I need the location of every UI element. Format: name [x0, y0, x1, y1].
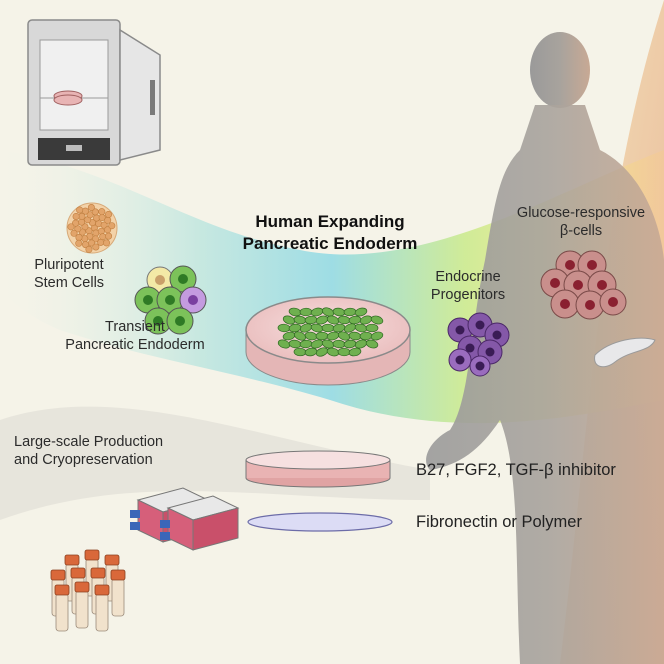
label-line: β-cells	[559, 223, 603, 239]
label-line: Stem Cells	[33, 275, 105, 291]
label-transient-endoderm: Transient Pancreatic Endoderm	[55, 318, 215, 354]
endoderm-cell	[277, 339, 291, 349]
endoderm-cell	[354, 307, 368, 317]
label-line: Pluripotent	[34, 257, 104, 273]
transient-endoderm-cells-icon	[134, 265, 207, 335]
coating-disc-icon	[247, 512, 393, 532]
cryovial	[110, 569, 126, 617]
endoderm-cell	[370, 331, 384, 341]
stem-cell-dot	[75, 239, 83, 247]
stem-cell-dot	[104, 210, 112, 218]
endoderm-cell	[348, 347, 362, 357]
endoderm-cell	[321, 323, 335, 333]
label-line: Pancreatic Endoderm	[65, 337, 205, 353]
label-line: Endocrine	[435, 269, 501, 285]
stem-cell-dots	[67, 204, 116, 253]
medium-dish-icon	[245, 450, 391, 488]
title-line-2: Pancreatic Endoderm	[242, 234, 418, 253]
stem-cell-dot	[81, 235, 89, 243]
endoderm-cell	[321, 307, 335, 317]
label-line: Progenitors	[430, 287, 506, 303]
stem-cell-dot	[67, 223, 75, 231]
stem-cell-dot	[72, 219, 80, 227]
stem-cell-dot	[70, 229, 78, 237]
endoderm-cell	[299, 307, 313, 317]
endoderm-cell	[282, 315, 296, 325]
label-pluripotent-stem-cells: Pluripotent Stem Cells	[14, 256, 124, 292]
culture-flasks-icon	[130, 487, 240, 551]
stem-cell-dot	[86, 211, 94, 219]
endoderm-cell	[326, 315, 340, 325]
stem-cell-dot	[92, 243, 100, 251]
cryovial	[74, 581, 90, 629]
label-coating: Fibronectin or Polymer	[416, 513, 582, 531]
stem-cell-dot	[76, 206, 84, 214]
stem-cell-dot	[87, 204, 95, 212]
endoderm-cell	[365, 339, 379, 349]
endoderm-cell	[293, 347, 307, 357]
endoderm-cell	[343, 307, 357, 317]
diagram-title: Human Expanding Pancreatic Endoderm	[220, 211, 440, 255]
stem-cell-dot	[85, 245, 93, 253]
stem-cell-dot	[82, 241, 90, 249]
production-band	[0, 406, 430, 520]
label-large-scale-production: Large-scale Production and Cryopreservat…	[14, 433, 163, 469]
expanding-endoderm-cells	[277, 307, 384, 357]
endoderm-cell	[365, 323, 379, 333]
cryovials-icon	[50, 549, 126, 632]
label-line: Glucose-responsive	[516, 205, 646, 221]
endoderm-cell	[370, 315, 384, 325]
endocrine-progenitor-cluster-icon	[447, 312, 510, 377]
endoderm-cell	[315, 331, 329, 341]
stem-cell-dot	[81, 207, 89, 215]
stem-cell-dot	[104, 216, 112, 224]
stem-cell-dot	[72, 212, 80, 220]
label-line: Large-scale Production	[14, 434, 164, 450]
label-beta-cells: Glucose-responsive β-cells	[506, 204, 656, 240]
stem-cell-dot	[98, 208, 106, 216]
stem-cell-dot	[103, 239, 111, 247]
endoderm-cell	[337, 331, 351, 341]
endoderm-cell	[332, 323, 346, 333]
human-silhouette-icon	[426, 32, 664, 664]
cryovial	[94, 584, 110, 632]
stem-cell-dot	[108, 222, 116, 230]
endoderm-cell	[293, 331, 307, 341]
label-endocrine-progenitors: Endocrine Progenitors	[418, 268, 518, 304]
title-line-1: Human Expanding	[255, 212, 405, 231]
stem-cell-dot	[105, 232, 113, 240]
endoderm-cell	[337, 347, 351, 357]
label-line: Transient	[105, 319, 165, 335]
cryovial	[54, 584, 70, 632]
beta-cell-cluster-icon	[540, 250, 627, 320]
label-line: and Cryopreservation	[14, 452, 153, 468]
incubator-icon	[27, 19, 161, 166]
stem-cell-dot	[100, 221, 108, 229]
label-medium: B27, FGF2, TGF-β inhibitor	[416, 461, 616, 479]
pancreas-icon	[594, 337, 656, 368]
